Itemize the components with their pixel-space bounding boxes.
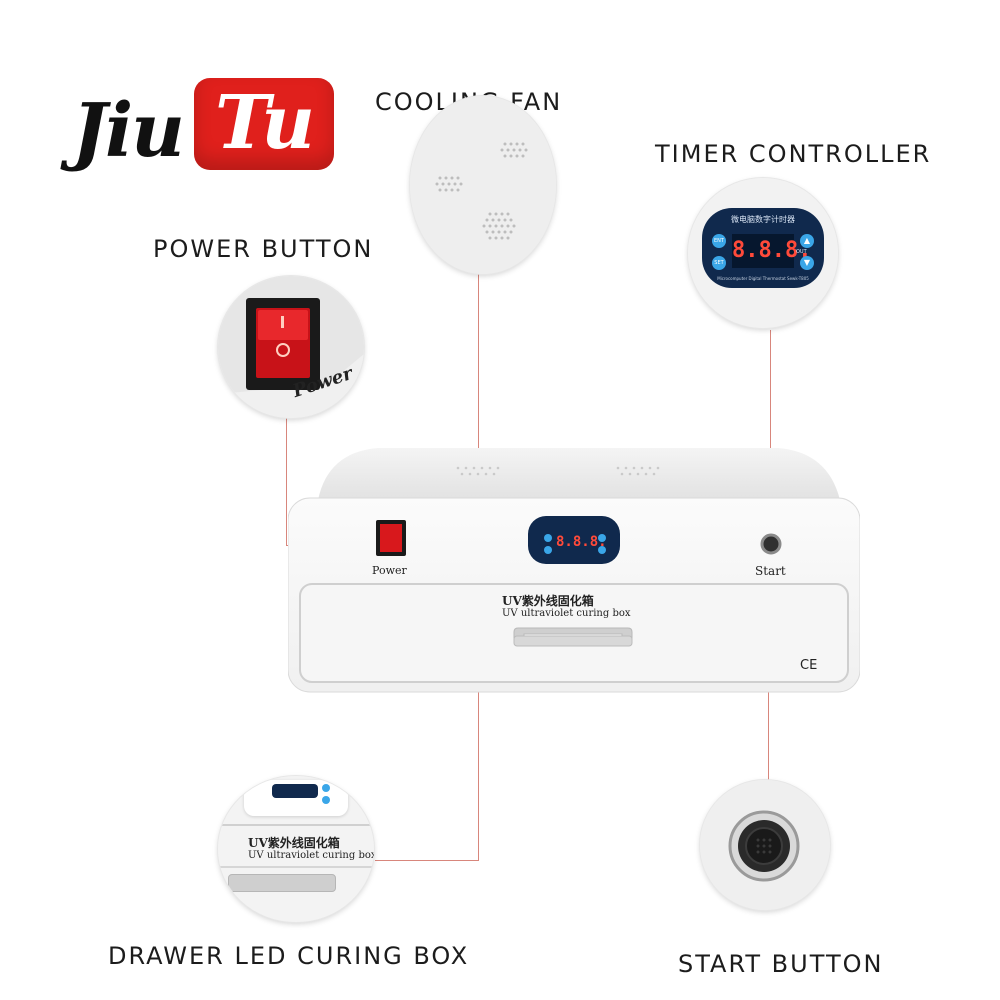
timer-controller-zoom: 微电脑数字计时器 ENT SET 8.8.8. ▲ OUT ▼ Microcom…	[688, 178, 838, 328]
label-start-button: START BUTTON	[678, 950, 884, 978]
power-switch-closeup	[218, 276, 364, 418]
device-set-button	[544, 546, 552, 554]
controller-ent-button: ENT	[712, 234, 726, 248]
cooling-fan-zoom	[410, 96, 556, 274]
logo-red-box: Tu	[194, 78, 334, 170]
device-controller-panel: 8.8.8.	[528, 516, 620, 564]
device-display: 8.8.8.	[556, 534, 607, 550]
device-drawer-cn: UV紫外线固化箱	[502, 594, 594, 608]
start-button-closeup	[700, 780, 830, 910]
controller-out-label: OUT	[796, 249, 807, 255]
leader-line-fan	[478, 268, 479, 478]
power-button-zoom: Power	[218, 276, 364, 418]
logo-text-tu: Tu	[214, 80, 315, 166]
drawer-handle	[228, 874, 336, 892]
leader-line-timer	[770, 330, 771, 522]
down-arrow-icon: ▼	[800, 256, 814, 270]
device-up-button	[598, 534, 606, 542]
drawer-zoom-cn: UV紫外线固化箱	[248, 836, 340, 850]
label-drawer-box: DRAWER LED CURING BOX	[108, 942, 470, 970]
leader-line-power	[286, 415, 287, 545]
controller-title: 微电脑数字计时器	[731, 215, 795, 224]
device-drawer-en: UV ultraviolet curing box	[502, 608, 631, 619]
label-timer-controller: TIMER CONTROLLER	[655, 140, 932, 168]
logo-text-jiu: Jiu	[72, 88, 185, 174]
device-power-label: Power	[372, 564, 407, 577]
jiutu-logo: Jiu Tu	[72, 78, 342, 188]
device-ent-button	[544, 534, 552, 542]
up-arrow-icon: ▲	[800, 234, 814, 248]
leader-line-drawer	[478, 648, 479, 860]
drawer-zoom: UV紫外线固化箱 UV ultraviolet curing box	[218, 776, 374, 922]
controller-set-button: SET	[712, 256, 726, 270]
device-start-label: Start	[755, 564, 786, 578]
controller-display: 8.8.8.	[732, 234, 811, 268]
cooling-fan-vents	[410, 96, 556, 274]
drawer-zoom-controller	[244, 780, 348, 816]
device-down-button	[598, 546, 606, 554]
device-body	[288, 448, 860, 693]
drawer-zoom-en: UV ultraviolet curing box	[248, 850, 374, 861]
controller-panel: 微电脑数字计时器 ENT SET 8.8.8. ▲ OUT ▼ Microcom…	[702, 208, 824, 288]
label-power-button: POWER BUTTON	[153, 235, 374, 263]
ce-mark: CE	[800, 658, 818, 673]
start-button-zoom	[700, 780, 830, 910]
leader-line-drawer-h	[375, 860, 479, 861]
controller-footer: Microcomputer Digital Thermostat Sewk-T8…	[717, 276, 809, 281]
uv-curing-box: 8.8.8. Power Start UV紫外线固化箱 UV ultraviol…	[288, 448, 860, 694]
